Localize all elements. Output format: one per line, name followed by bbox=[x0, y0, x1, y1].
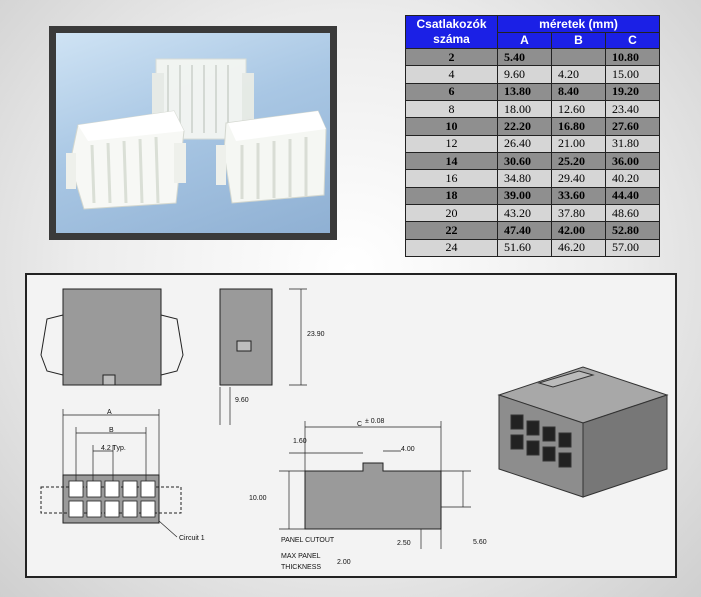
dim-depth: 9.60 bbox=[235, 397, 249, 404]
header-col-b: B bbox=[551, 32, 606, 49]
cell-b: 29.40 bbox=[551, 169, 606, 188]
cell-b: 4.20 bbox=[551, 65, 606, 84]
dim-c-tolerance: ± 0.08 bbox=[365, 418, 385, 425]
cell-c: 15.00 bbox=[604, 65, 661, 84]
front-view-body bbox=[62, 288, 162, 386]
cell-n: 4 bbox=[405, 65, 498, 84]
cell-a: 13.80 bbox=[497, 82, 552, 101]
cell-n: 14 bbox=[405, 151, 498, 171]
cell-a: 26.40 bbox=[497, 134, 552, 153]
cell-c: 52.80 bbox=[604, 221, 661, 240]
cell-a: 47.40 bbox=[497, 221, 552, 240]
cell-a: 5.40 bbox=[497, 47, 552, 67]
cell-c: 23.40 bbox=[604, 99, 661, 119]
cell-b: 42.00 bbox=[551, 221, 606, 240]
cell-b: 21.00 bbox=[551, 134, 606, 153]
cell-a: 30.60 bbox=[497, 151, 552, 171]
cell-b: 12.60 bbox=[551, 99, 606, 119]
cell-a: 18.00 bbox=[497, 99, 552, 119]
cell-b: 8.40 bbox=[551, 82, 606, 101]
dim-a: A bbox=[107, 409, 112, 416]
header-col-c: C bbox=[604, 32, 661, 49]
panel-cutout-label: PANEL CUTOUT bbox=[281, 537, 335, 544]
cell-a: 51.60 bbox=[497, 238, 552, 258]
side-view-body bbox=[219, 288, 273, 386]
cell-n: 6 bbox=[405, 82, 498, 101]
cell-b: 46.20 bbox=[551, 238, 606, 258]
cell-b bbox=[551, 47, 606, 67]
cell-c: 27.60 bbox=[604, 117, 661, 136]
technical-drawing: 23.90 9.60 A B 4.2 Typ. Circuit 1 C ± 0.… bbox=[25, 273, 677, 578]
cell-c: 48.60 bbox=[604, 203, 661, 223]
dim-1-60: 1.60 bbox=[293, 438, 307, 445]
cell-a: 9.60 bbox=[497, 65, 552, 84]
cell-n: 12 bbox=[405, 134, 498, 153]
cell-n: 16 bbox=[405, 169, 498, 188]
connector-left bbox=[66, 110, 186, 210]
connector-3d-view bbox=[497, 366, 669, 498]
circuit-label: Circuit 1 bbox=[179, 535, 205, 542]
cell-b: 33.60 bbox=[551, 186, 606, 205]
cell-c: 10.80 bbox=[604, 47, 661, 67]
cell-c: 40.20 bbox=[604, 169, 661, 188]
cell-c: 44.40 bbox=[604, 186, 661, 205]
header-col-a: A bbox=[497, 32, 552, 49]
dim-4-00: 4.00 bbox=[401, 446, 415, 453]
header-dimensions: méretek (mm) bbox=[496, 15, 661, 33]
dim-b: B bbox=[109, 427, 114, 434]
thickness-value: 2.00 bbox=[337, 559, 351, 566]
dim-5-60: 5.60 bbox=[473, 539, 487, 546]
cell-c: 57.00 bbox=[604, 238, 661, 258]
cell-n: 20 bbox=[405, 203, 498, 223]
connector-photo-illustration bbox=[66, 58, 327, 210]
thickness-label: THICKNESS bbox=[281, 564, 322, 571]
cell-n: 24 bbox=[405, 238, 498, 258]
dim-height: 23.90 bbox=[307, 331, 325, 338]
cell-c: 36.00 bbox=[604, 151, 661, 171]
connector-right bbox=[216, 110, 327, 204]
dim-2-50: 2.50 bbox=[397, 540, 411, 547]
cell-a: 22.20 bbox=[497, 117, 552, 136]
cell-b: 25.20 bbox=[551, 151, 606, 171]
cell-b: 37.80 bbox=[551, 203, 606, 223]
cell-n: 18 bbox=[405, 186, 498, 205]
cell-b: 16.80 bbox=[551, 117, 606, 136]
cell-a: 34.80 bbox=[497, 169, 552, 188]
product-photo bbox=[56, 33, 330, 233]
cell-n: 10 bbox=[405, 117, 498, 136]
dim-c: C bbox=[357, 421, 363, 428]
dim-10-00: 10.00 bbox=[249, 495, 267, 502]
cell-n: 8 bbox=[405, 99, 498, 119]
panel-cutout-shape bbox=[304, 462, 442, 530]
cell-c: 19.20 bbox=[604, 82, 661, 101]
cell-n: 2 bbox=[405, 47, 498, 67]
header-connector-count: Csatlakozók száma bbox=[405, 15, 498, 49]
cell-a: 39.00 bbox=[497, 186, 552, 205]
max-panel-label: MAX PANEL bbox=[281, 553, 321, 560]
product-photo-frame bbox=[49, 26, 337, 240]
cell-a: 43.20 bbox=[497, 203, 552, 223]
drawing-lines bbox=[40, 288, 669, 549]
cell-c: 31.80 bbox=[604, 134, 661, 153]
dim-pitch: 4.2 Typ. bbox=[101, 445, 126, 452]
cell-n: 22 bbox=[405, 221, 498, 240]
